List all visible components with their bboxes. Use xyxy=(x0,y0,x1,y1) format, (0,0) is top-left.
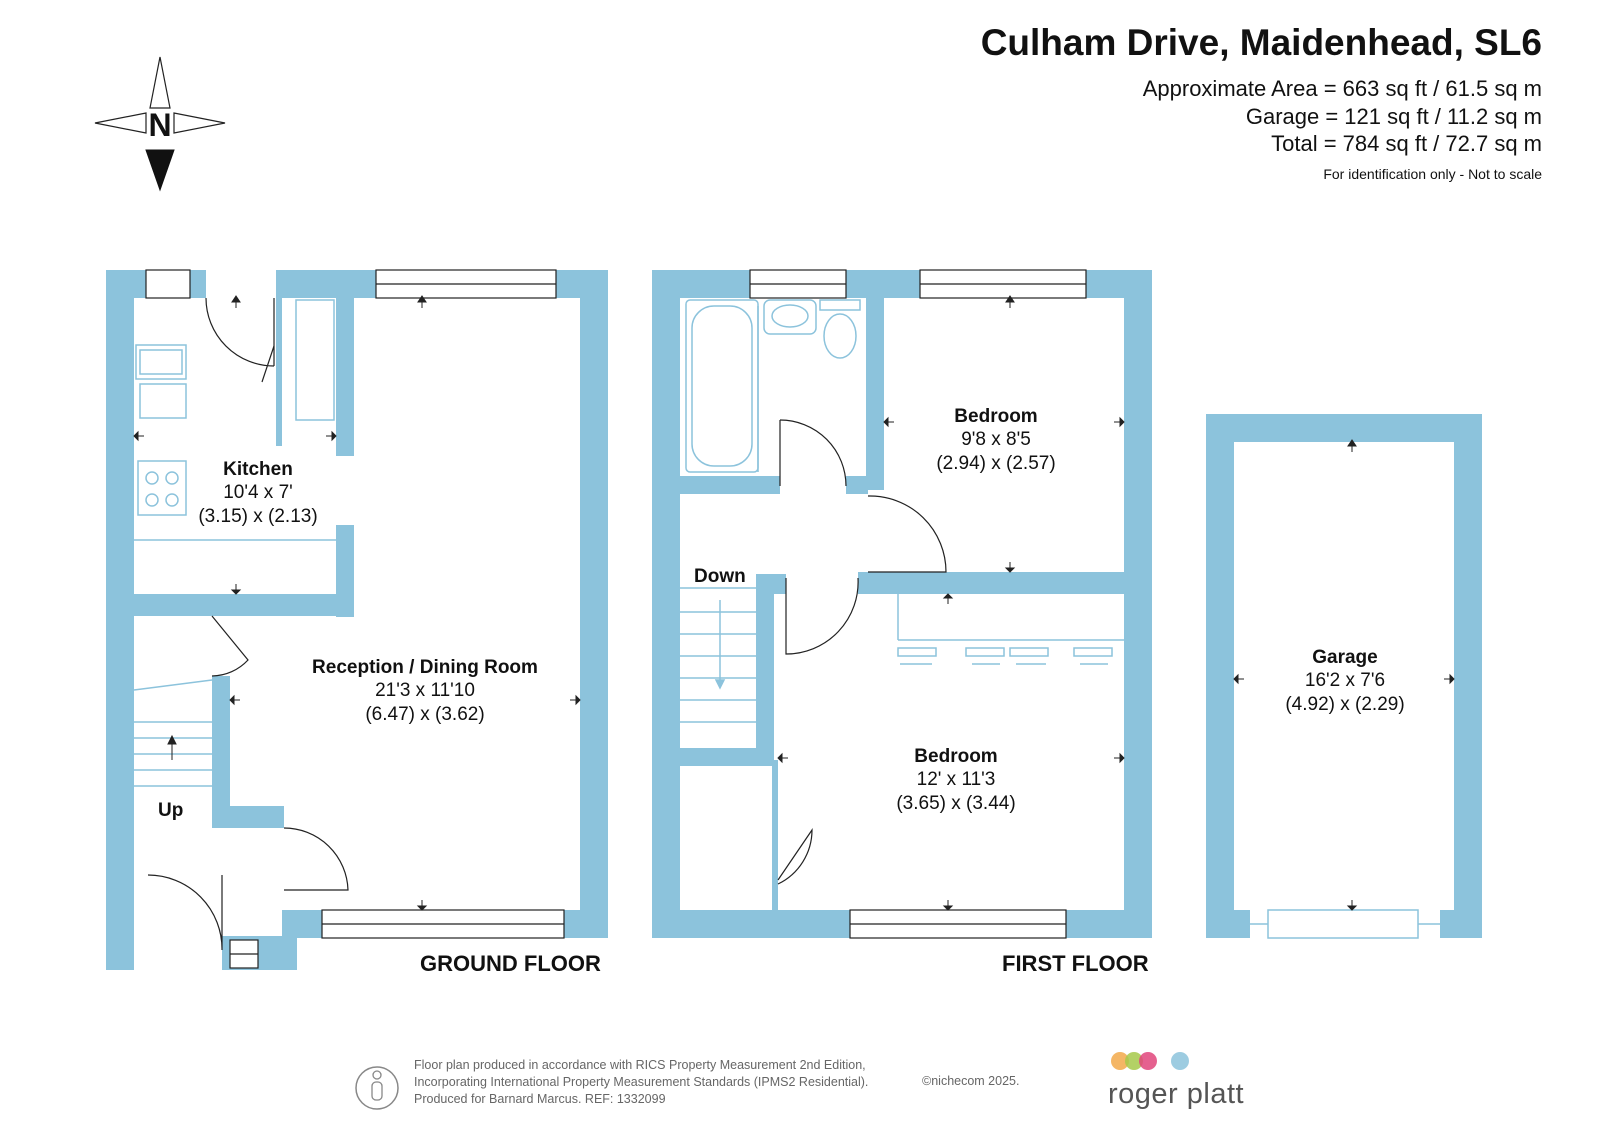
first-floor-windows xyxy=(749,269,1087,939)
kitchen-door-swing xyxy=(205,297,275,367)
ground-floor-plan xyxy=(106,270,608,970)
total-area-text: Total = 784 sq ft / 72.7 sq m xyxy=(1271,131,1542,156)
stairs-down-label: Down xyxy=(694,566,746,587)
hob-icon xyxy=(137,460,187,516)
kitchen-window xyxy=(145,269,191,299)
approximate-area-text: Approximate Area = 663 sq ft / 61.5 sq m xyxy=(1142,76,1542,101)
first-floor-stairs xyxy=(680,587,756,723)
stairs-up xyxy=(133,679,213,787)
cupboard-wall xyxy=(276,296,282,446)
stair-enclosure-wall xyxy=(756,574,774,764)
roger-platt-logo-text: roger platt xyxy=(1108,1078,1245,1110)
bedroom2-dim-imperial: 12' x 11'3 xyxy=(916,769,996,790)
ground-floor-kitchen-fittings xyxy=(133,299,336,787)
identification-note: For identification only - Not to scale xyxy=(1323,166,1542,182)
ground-floor-label: GROUND FLOOR xyxy=(420,951,601,976)
bedroom1-dim-metric: (2.94) x (2.57) xyxy=(936,453,1056,474)
garage-west-wall xyxy=(1206,414,1234,938)
bathroom-door-swing xyxy=(779,419,847,487)
garage-east-wall xyxy=(1454,414,1482,938)
page-title: Culham Drive, Maidenhead, SL6 xyxy=(980,22,1542,63)
garage-area-text: Garage = 121 sq ft / 11.2 sq m xyxy=(1245,104,1542,129)
footer-line: Incorporating International Property Mea… xyxy=(414,1075,869,1089)
first-floor-markers xyxy=(777,295,1125,911)
bedroom1-dim-imperial: 9'8 x 8'5 xyxy=(961,429,1031,450)
kitchen-partition-upper xyxy=(336,296,354,456)
logo-dot xyxy=(1139,1052,1157,1070)
garage-door xyxy=(1250,909,1440,939)
bedroom1-door-swing xyxy=(867,495,947,573)
compass-icon: N xyxy=(94,56,226,192)
compass-north-label: N xyxy=(148,107,171,143)
bathroom-fittings xyxy=(685,299,861,473)
toilet-cistern-icon xyxy=(819,299,861,311)
kitchen-dim-metric: (3.15) x (2.13) xyxy=(198,506,318,527)
logo-dot xyxy=(1111,1052,1129,1070)
bedroom1-label: Bedroom xyxy=(954,406,1038,427)
bedroom2-dim-metric: (3.65) x (3.44) xyxy=(896,793,1016,814)
footer-disclaimer: Floor plan produced in accordance with R… xyxy=(414,1057,868,1108)
bath-icon xyxy=(685,299,759,473)
basin-icon xyxy=(763,299,817,335)
kitchen-dim-imperial: 10'4 x 7' xyxy=(223,482,293,503)
hall-wall xyxy=(212,676,230,806)
footer-line: Produced for Barnard Marcus. REF: 133209… xyxy=(414,1092,666,1106)
stairs-up-label: Up xyxy=(158,800,184,821)
drainer-icon xyxy=(139,383,187,419)
copyright-text: ©nichecom 2025. xyxy=(922,1074,1020,1088)
first-floor-plan xyxy=(652,270,1152,938)
first-floor-wardrobes xyxy=(897,594,1124,665)
footer-logo-icon xyxy=(355,1066,399,1110)
bedroom2-door-swing xyxy=(785,577,859,655)
reception-label: Reception / Dining Room xyxy=(312,657,538,678)
garage-dim-metric: (4.92) x (2.29) xyxy=(1285,694,1405,715)
ground-west-wall xyxy=(106,270,134,970)
logo-dot xyxy=(1171,1052,1189,1070)
roger-platt-logo-icon xyxy=(1111,1052,1189,1070)
ground-floor-fixtures xyxy=(145,269,565,969)
ground-floor-doors xyxy=(147,297,349,951)
garage-label: Garage xyxy=(1312,647,1378,668)
bathroom-east-wall xyxy=(866,296,884,490)
garage-markers xyxy=(1233,439,1455,911)
reception-dim-imperial: 21'3 x 11'10 xyxy=(375,680,475,701)
footer-line: Floor plan produced in accordance with R… xyxy=(414,1058,866,1072)
kitchen-cupboard xyxy=(295,299,335,421)
garage-dim-imperial: 16'2 x 7'6 xyxy=(1304,670,1386,691)
first-west-wall xyxy=(652,270,680,938)
ground-east-wall xyxy=(580,270,608,938)
first-east-wall xyxy=(1124,270,1152,938)
kitchen-south-wall xyxy=(134,594,354,616)
bathroom-south-wall-left xyxy=(680,476,780,494)
garage-north-wall xyxy=(1206,414,1482,442)
bedroom2-label: Bedroom xyxy=(914,746,998,767)
sink-icon xyxy=(135,344,187,380)
bedroom-divider-wall xyxy=(858,572,1124,594)
logo-dot xyxy=(1125,1052,1143,1070)
reception-dim-metric: (6.47) x (3.62) xyxy=(365,704,485,725)
first-floor-label: FIRST FLOOR xyxy=(1002,951,1149,976)
first-floor-doors xyxy=(777,419,947,885)
toilet-icon xyxy=(823,313,857,359)
kitchen-label: Kitchen xyxy=(223,459,293,480)
hall-wall-return xyxy=(212,806,284,828)
garage-door-opening xyxy=(1267,909,1419,939)
ground-floor-markers xyxy=(133,295,581,911)
stair-south-wall xyxy=(680,748,774,766)
garage-plan xyxy=(1206,414,1482,938)
